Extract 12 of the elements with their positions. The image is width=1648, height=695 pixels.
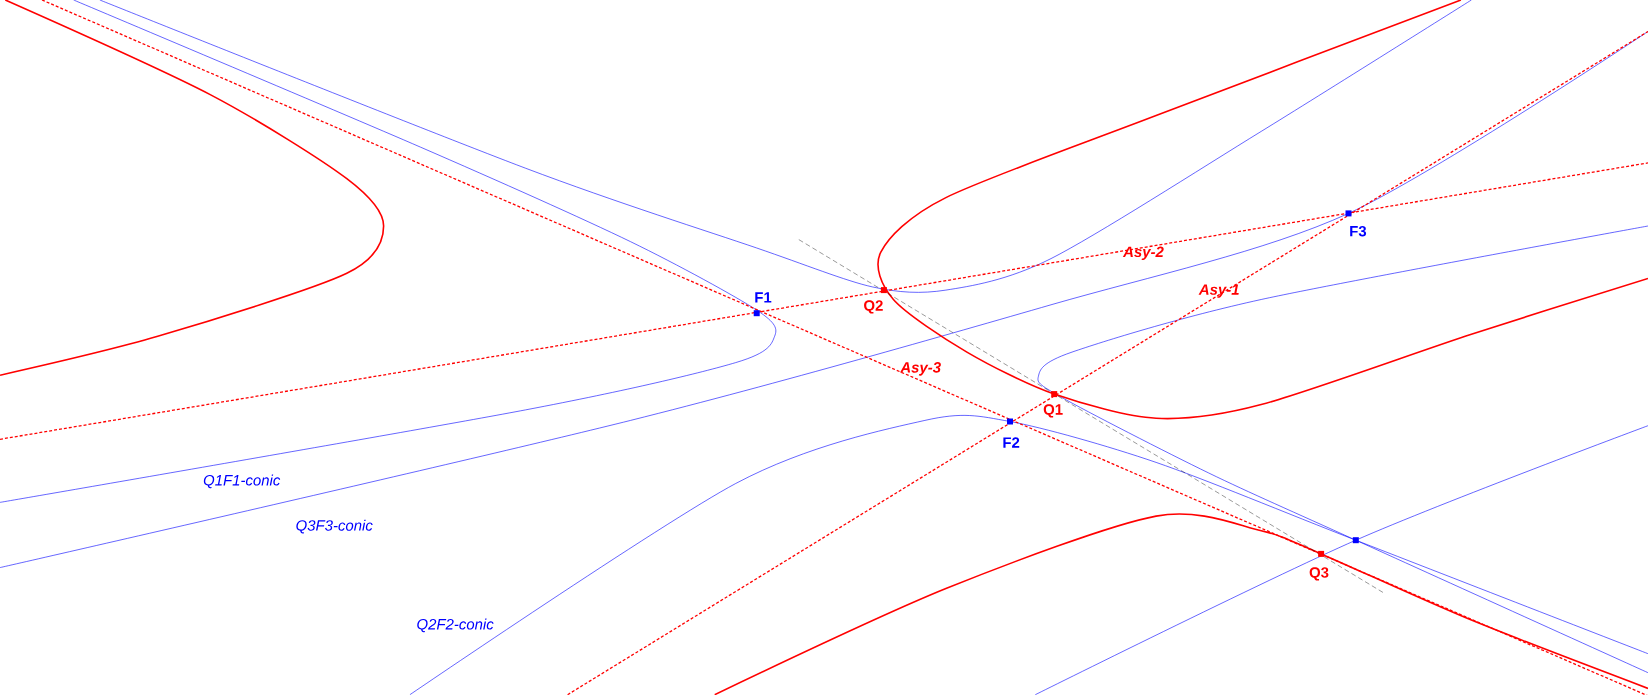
point-label: Q1 xyxy=(1043,404,1063,418)
point-label: Q2 xyxy=(864,300,883,314)
point-label: F1 xyxy=(755,292,772,303)
point-label: F3 xyxy=(1350,225,1367,237)
asymptote-label: Asy-2 xyxy=(1122,246,1164,261)
point-label: Q3 xyxy=(1309,567,1329,581)
asymptote-label: Asy-3 xyxy=(900,362,941,376)
curve-label: Q1F1-conic xyxy=(203,474,281,489)
point-label: F2 xyxy=(1003,437,1020,448)
curve-label: Q3F3-conic xyxy=(296,519,373,534)
curve-label: Q2F2-conic xyxy=(417,618,494,633)
asymptote-label: Asy-1 xyxy=(1198,284,1239,298)
